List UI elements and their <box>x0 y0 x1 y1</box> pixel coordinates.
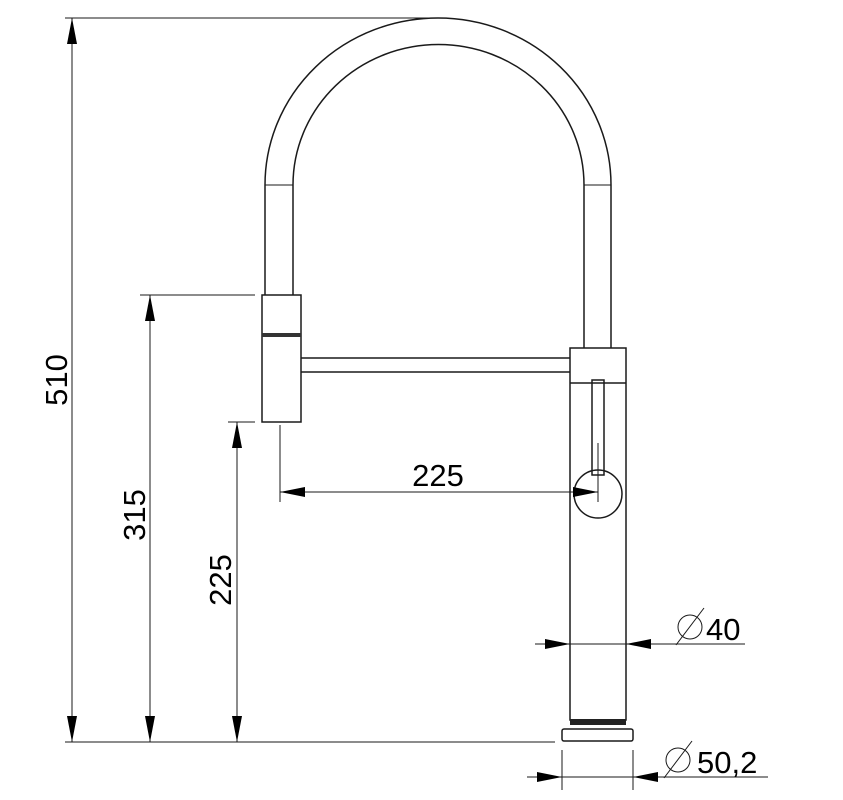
outlet-height-label: 225 <box>203 554 238 606</box>
spray-head-ring <box>262 333 301 337</box>
dimension-base-diameter: 50,2 <box>527 740 768 790</box>
spout-reach-label: 225 <box>412 458 464 493</box>
base-diameter-label: 50,2 <box>697 745 757 780</box>
faucet-outline <box>261 17 634 742</box>
spray-head <box>261 294 302 423</box>
spout-hose-inner <box>292 43 585 348</box>
dimension-total-height: 510 <box>39 17 555 743</box>
diameter-symbol-icon <box>665 747 691 773</box>
dimension-spout-reach: 225 <box>279 425 598 502</box>
base-plate <box>561 728 634 742</box>
total-height-label: 510 <box>39 354 74 406</box>
spout-hose-outer <box>264 17 612 348</box>
dimension-spray-head-top: 315 <box>117 294 255 742</box>
diameter-symbol-icon <box>677 614 703 640</box>
faucet-body <box>569 347 627 721</box>
spray-head-top-label: 315 <box>117 489 152 541</box>
body-diameter-label: 40 <box>706 612 740 647</box>
body-thread <box>570 719 626 725</box>
dimension-body-diameter: 40 <box>535 607 745 649</box>
dimension-outlet-height: 225 <box>203 421 255 742</box>
spray-arm <box>301 357 570 373</box>
